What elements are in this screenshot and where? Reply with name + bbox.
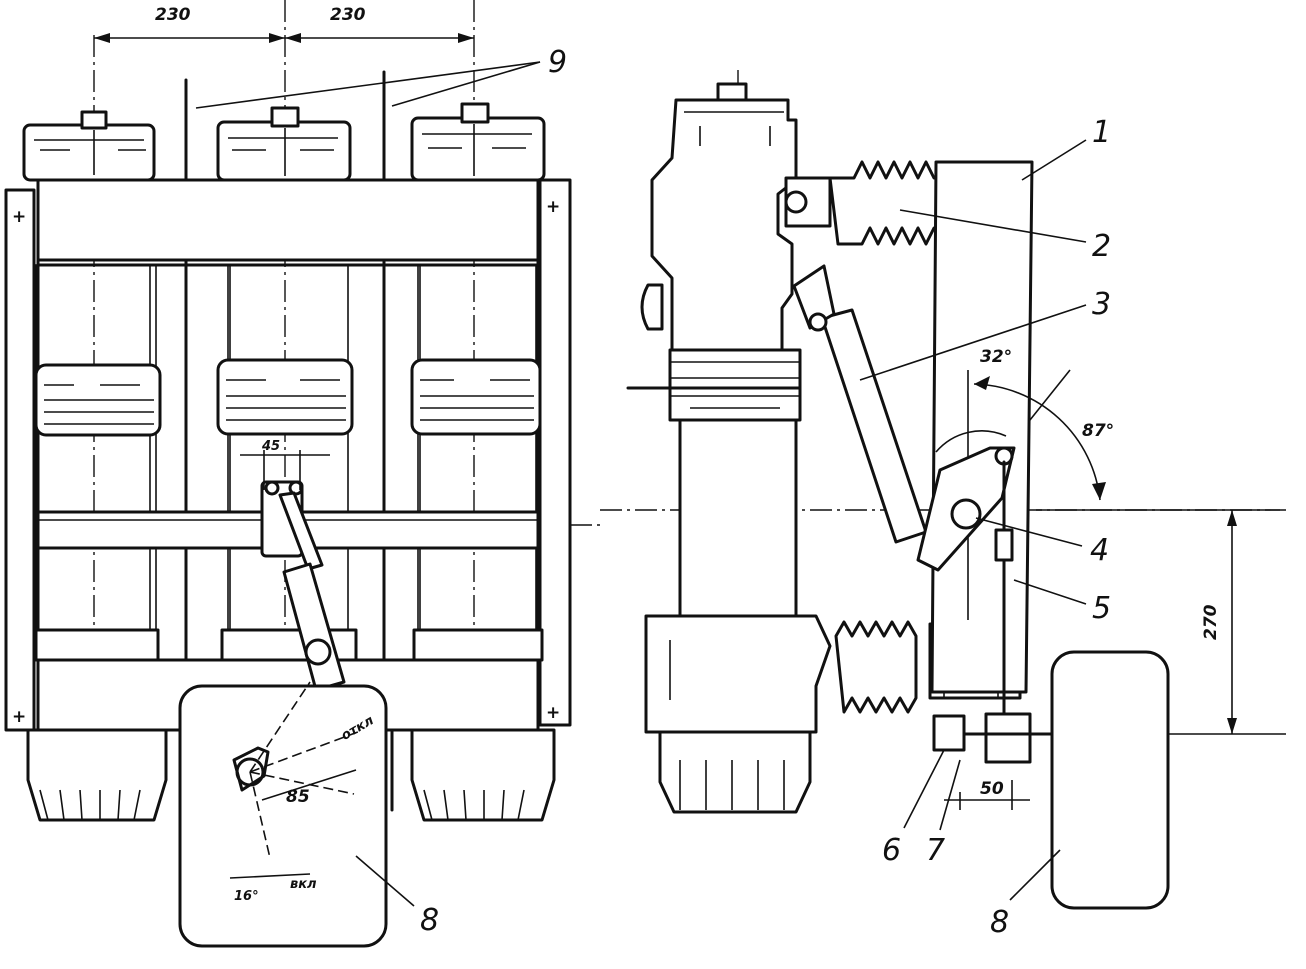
dim-85: 85 xyxy=(286,787,310,807)
dim-230-right: 230 xyxy=(330,5,366,25)
column-band xyxy=(668,348,802,422)
side-plate-left xyxy=(4,188,36,732)
upper-frame-bar xyxy=(36,178,540,262)
top-caps xyxy=(22,102,546,182)
callout-7: 7 xyxy=(926,833,945,868)
side-view: 32° 87° 270 50 1 2 3 4 5 6 7 8 xyxy=(600,70,1286,940)
link-3 xyxy=(820,308,928,544)
leader-2 xyxy=(899,209,1087,243)
leader-4 xyxy=(975,517,1083,547)
side-plate-right xyxy=(538,178,572,727)
leader-3 xyxy=(859,304,1087,381)
angle-87: 87° xyxy=(1082,421,1114,441)
callout-8-front: 8 xyxy=(420,903,439,938)
plus-mark-tl: + xyxy=(12,207,26,227)
pole-cylinders xyxy=(34,264,542,661)
callout-2: 2 xyxy=(1092,229,1111,264)
callout-4: 4 xyxy=(1090,533,1109,568)
drive-housing-side xyxy=(1050,650,1170,910)
column-body xyxy=(678,418,798,618)
column-lower xyxy=(644,614,832,734)
angle-16: 16° xyxy=(234,889,259,904)
band-r xyxy=(412,628,544,662)
callout-1: 1 xyxy=(1092,115,1111,150)
dimension-arrows xyxy=(94,33,474,43)
leader-7 xyxy=(939,759,961,831)
leader-8-front xyxy=(355,855,415,907)
callout-3: 3 xyxy=(1092,287,1111,322)
angle-leader xyxy=(1029,369,1071,421)
band-l xyxy=(34,628,160,662)
plus-mark-tr: + xyxy=(546,197,560,217)
callout-5: 5 xyxy=(1092,591,1111,626)
dim-270: 270 xyxy=(1201,604,1221,640)
column-base xyxy=(658,730,812,814)
callout-9: 9 xyxy=(548,45,567,80)
leader-5 xyxy=(1013,579,1087,605)
leader-9b xyxy=(391,61,541,107)
side-bump xyxy=(640,283,664,331)
lever-assembly: 45 xyxy=(240,439,346,692)
part-6 xyxy=(932,714,966,752)
bottom-ends xyxy=(26,728,556,822)
frame-plate xyxy=(930,160,1034,694)
drive-housing-front: 85 16° вкл откл xyxy=(178,681,388,948)
dim-50: 50 xyxy=(980,779,1004,799)
leader-6 xyxy=(903,749,945,829)
dim-230-left: 230 xyxy=(155,5,191,25)
leader-9a xyxy=(195,61,541,109)
front-view: 230 230 + + + + xyxy=(4,0,600,948)
leader-8-side xyxy=(1009,849,1061,901)
callout-8-side: 8 xyxy=(990,905,1009,940)
plus-mark-br: + xyxy=(546,703,560,723)
column-head xyxy=(650,98,798,360)
part-7 xyxy=(984,712,1032,764)
upper-bellows xyxy=(784,160,944,246)
angle-32: 32° xyxy=(980,347,1012,367)
arc-87 xyxy=(973,383,1101,501)
label-vkl: вкл xyxy=(290,877,317,892)
leader-1 xyxy=(1021,139,1087,181)
dim-45: 45 xyxy=(261,439,280,454)
plus-mark-bl: + xyxy=(12,707,26,727)
callout-6: 6 xyxy=(882,833,901,868)
